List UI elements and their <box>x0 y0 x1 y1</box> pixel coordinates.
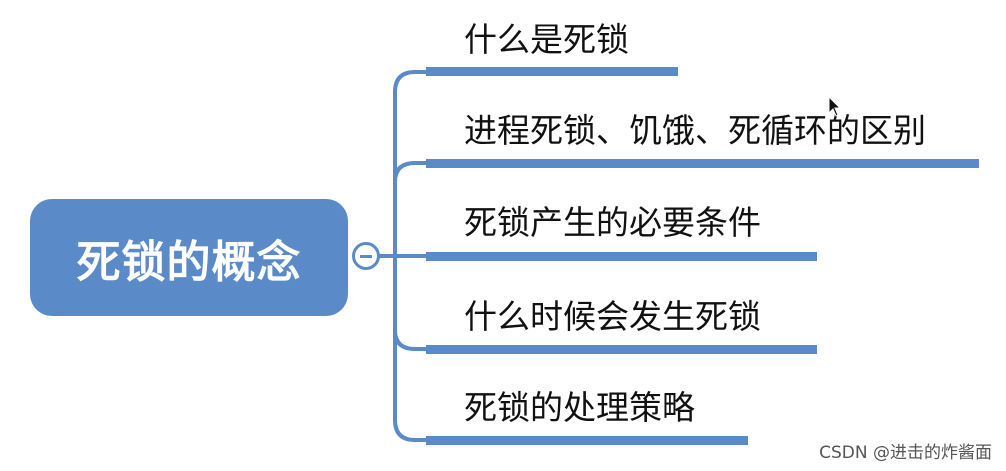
branch-label: 进程死锁、饥饿、死循环的区别 <box>464 111 926 150</box>
branch-underline <box>426 436 748 445</box>
branch-underline <box>426 252 817 261</box>
branch-node-what-is-deadlock[interactable]: 什么是死锁 <box>426 14 686 78</box>
mouse-pointer-icon <box>828 96 842 117</box>
branch-node-necessary-conditions[interactable]: 死锁产生的必要条件 <box>426 197 826 263</box>
branch-label: 死锁的处理策略 <box>464 388 695 427</box>
minus-icon <box>360 254 372 258</box>
branch-underline <box>426 345 817 354</box>
root-node-deadlock-concept[interactable]: 死锁的概念 <box>30 199 348 316</box>
root-node-label: 死锁的概念 <box>76 236 302 288</box>
branch-underline <box>426 67 678 76</box>
branch-node-deadlock-starvation-loop[interactable]: 进程死锁、饥饿、死循环的区别 <box>426 104 986 170</box>
branch-label: 死锁产生的必要条件 <box>464 203 761 242</box>
connector-trunk <box>378 70 430 442</box>
branch-underline <box>426 159 979 168</box>
branch-node-handling-strategies[interactable]: 死锁的处理策略 <box>426 381 756 447</box>
collapse-toggle-icon[interactable] <box>352 242 380 270</box>
watermark-text: CSDN @进击的炸酱面 <box>819 443 992 463</box>
branch-node-when-deadlock-occurs[interactable]: 什么时候会发生死锁 <box>426 290 826 356</box>
branch-label: 什么是死锁 <box>464 20 629 59</box>
branch-label: 什么时候会发生死锁 <box>464 297 761 336</box>
